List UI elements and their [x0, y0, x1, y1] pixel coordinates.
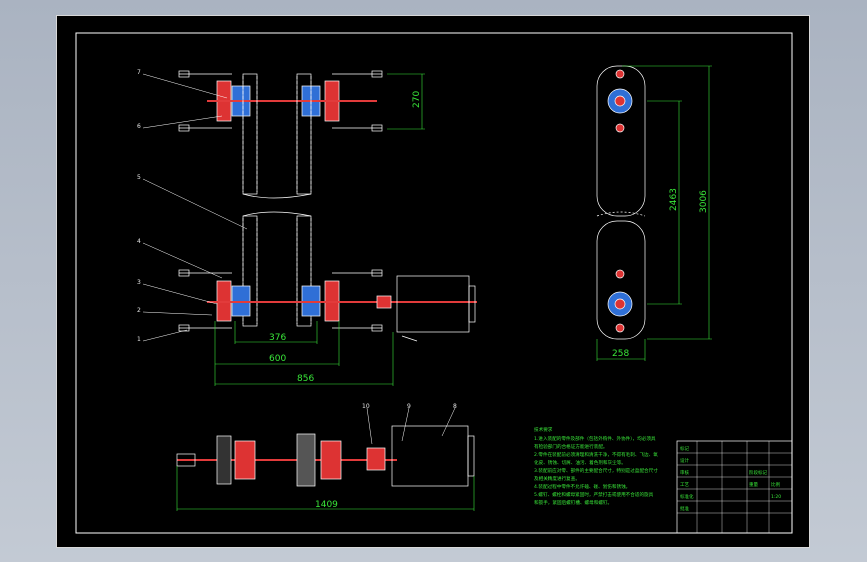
inner-border: [75, 32, 793, 534]
dim-600: 600: [269, 354, 286, 364]
lower-sprocket-assembly: [178, 211, 477, 342]
callout-2: 2: [137, 307, 141, 314]
drawing-sheet: 270: [56, 15, 810, 548]
note-line: 化皮、锈蚀、切屑、油污、着色剂和灰尘等。: [534, 459, 626, 466]
dim-856: 856: [297, 374, 314, 384]
note-line: 2.零件在装配前必须清理和清洗干净，不得有毛刺、飞边、氧: [534, 451, 658, 458]
upper-sprocket-assembly: [178, 70, 383, 199]
note-line: 有检验部门的合格证方能进行装配。: [534, 443, 608, 450]
note-line: 和扳手，紧固后螺钉槽、螺母和螺钉。: [534, 499, 612, 506]
side-view: [596, 65, 646, 340]
dim-bottom: [176, 466, 475, 511]
dim-top-height: 270: [387, 73, 425, 130]
tb-header: 阶段标记: [749, 469, 767, 476]
callout-8: 8: [453, 403, 457, 410]
dim-376: 376: [269, 333, 286, 343]
dim-3006: 3006: [699, 190, 709, 213]
callout-5: 5: [137, 174, 141, 181]
note-line: 及相关精度进行复查。: [534, 475, 580, 482]
tb-row: 工艺: [680, 482, 689, 488]
callout-4: 4: [137, 238, 141, 245]
bottom-view: [176, 425, 475, 487]
note-line: 1.进入装配的零件及部件（包括外购件、外协件），均必须具: [534, 435, 656, 442]
callout-3: 3: [137, 279, 141, 286]
callout-9: 9: [407, 403, 411, 410]
dim-258: 258: [612, 349, 629, 359]
dim-270: 270: [412, 91, 422, 108]
callout-1: 1: [137, 336, 141, 343]
tb-scale: 1:20: [771, 494, 781, 500]
tb-header: 比例: [771, 481, 780, 488]
assembly-drawing: 270: [75, 32, 793, 534]
dims-lower: [214, 321, 394, 386]
callout-leaders: [142, 73, 456, 445]
title-block: 标记 设计 审核 工艺 标准化 批准 阶段标记 重量 比例 1:20: [676, 440, 793, 534]
tb-row: 设计: [680, 457, 689, 464]
dim-2463: 2463: [669, 188, 679, 211]
dims-side: [596, 65, 712, 361]
tb-row: 标准化: [680, 493, 694, 500]
callout-10: 10: [362, 403, 370, 410]
note-line: 5.螺钉、螺栓和螺母紧固时，严禁打击或使用不合适的旋具: [534, 491, 654, 498]
notes-heading: 技术要求: [534, 426, 553, 433]
tb-row: 审核: [680, 469, 689, 476]
tb-row: 批准: [680, 505, 689, 512]
tb-header: 重量: [749, 481, 758, 488]
dim-1409: 1409: [315, 500, 338, 510]
tb-row: 标记: [680, 445, 689, 452]
note-line: 3.装配前应对零、部件的主要配合尺寸，特别是过盈配合尺寸: [534, 467, 658, 474]
callout-6: 6: [137, 123, 141, 130]
note-line: 4.装配过程中零件不允许磕、碰、划伤和锈蚀。: [534, 483, 630, 490]
technical-notes: 技术要求 1.进入装配的零件及部件（包括外购件、外协件），均必须具 有检验部门的…: [534, 426, 658, 506]
callout-7: 7: [137, 69, 141, 76]
